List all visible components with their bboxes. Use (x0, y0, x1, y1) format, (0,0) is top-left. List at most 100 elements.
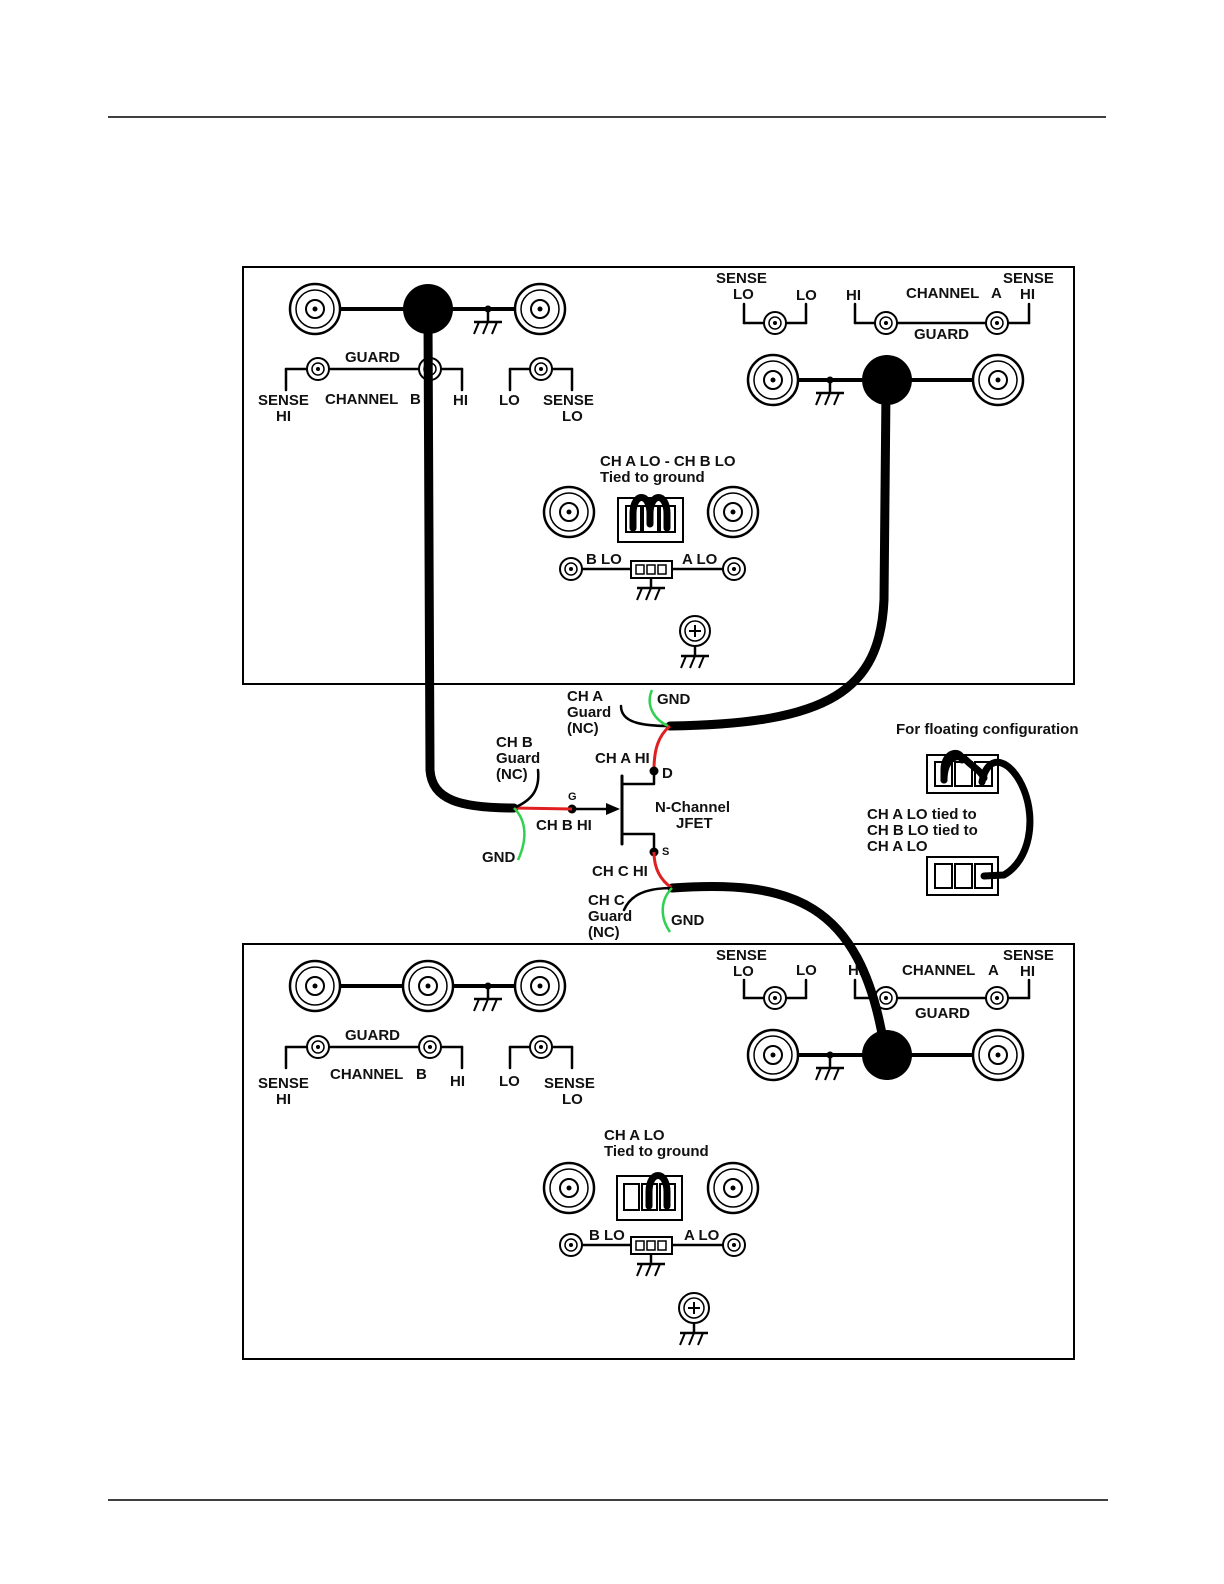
ch-b-gnd-label: GND (482, 849, 516, 866)
top-lo-ground-icon (635, 576, 667, 602)
drain-label: D (662, 765, 673, 782)
ch-b-bnc-right[interactable] (513, 282, 567, 336)
bot-jumper-note-2: Tied to ground (604, 1143, 709, 1160)
ch-a-hi-label: CH A HI (595, 750, 650, 767)
top-lo-terminal-block[interactable] (617, 494, 684, 543)
floating-note-3: CH A LO (867, 838, 928, 855)
top-chassis-ground-icon (679, 644, 711, 670)
b2-ch-b-sense-hi-triax[interactable] (306, 1035, 330, 1059)
bot-sense-lo-label-2: LO (733, 963, 754, 980)
bot-b-lo-triax[interactable] (559, 1233, 583, 1257)
ch-b-ground-icon (472, 310, 504, 336)
ch-c-guard-label-3: (NC) (588, 924, 620, 941)
top-sense-lo-label-2: LO (733, 286, 754, 303)
ch-a-bnc-left[interactable] (746, 353, 800, 407)
bot-jumper-note-1: CH A LO (604, 1127, 665, 1144)
top-hi-a-label: HI (846, 287, 861, 304)
floating-note-1: CH A LO tied to (867, 806, 977, 823)
ch-c-guard-label-2: Guard (588, 908, 632, 925)
bottom-lo-terminal-block[interactable] (616, 1172, 683, 1221)
top-sense-hi-b-label-2: HI (276, 408, 291, 425)
top-a-lo-triax[interactable] (722, 557, 746, 581)
top-lo-b-label: LO (499, 392, 520, 409)
ch-b-sense-hi-triax[interactable] (306, 357, 330, 381)
floating-configuration-inset: For floating configuration CH A LO tied … (867, 721, 1078, 896)
top-channel-b-label: CHANNEL (325, 391, 398, 408)
b2-ch-a-sense-lo-triax[interactable] (763, 986, 787, 1010)
jfet-device: CH A Guard (NC) GND CH A HI D S G N-Chan… (482, 688, 730, 941)
b2-ch-a-bnc-left[interactable] (746, 1028, 800, 1082)
bot-sense-lo-b-label-2: LO (562, 1091, 583, 1108)
top-channel-a-label: CHANNEL (906, 285, 979, 302)
bot-b-lo-label: B LO (589, 1227, 625, 1244)
bot-lo-label: LO (796, 962, 817, 979)
top-guard-a-label: GUARD (914, 326, 969, 343)
top-sense-lo-b-label-2: LO (562, 408, 583, 425)
bot-hi-b-label: HI (450, 1073, 465, 1090)
bot-sense-hi-b-label-2: HI (276, 1091, 291, 1108)
top-b-lo-triax[interactable] (559, 557, 583, 581)
bot-center-bnc-right[interactable] (706, 1161, 760, 1215)
cables (423, 315, 891, 1050)
ch-c-gnd-label: GND (671, 912, 705, 929)
gate-arrow-icon (606, 803, 620, 815)
source-label: S (662, 846, 669, 858)
ch-a-sense-hi-triax[interactable] (985, 311, 1009, 335)
floating-terminal-block-bottom[interactable] (926, 856, 999, 896)
bot-guard-a-label: GUARD (915, 1005, 970, 1022)
ch-b-guard-label-1: CH B (496, 734, 533, 751)
ch-c-triax-cable[interactable] (667, 882, 889, 1050)
top-panel-outline (242, 266, 1075, 685)
ch-b-lo-triax[interactable] (529, 357, 553, 381)
bot-b-label: B (416, 1066, 427, 1083)
bot-center-bnc-left[interactable] (542, 1161, 596, 1215)
bot-channel-a-label: CHANNEL (902, 962, 975, 979)
b2-ch-b-bnc-right[interactable] (513, 959, 567, 1013)
top-b-label: B (410, 391, 421, 408)
b2-ch-a-sense-hi-triax[interactable] (985, 986, 1009, 1010)
ch-c-guard-label-1: CH C (588, 892, 625, 909)
top-lo-label: LO (796, 287, 817, 304)
bot-a-lo-triax[interactable] (722, 1233, 746, 1257)
bot-lo-ground-icon (635, 1252, 667, 1278)
ch-a-hi-triax[interactable] (874, 311, 898, 335)
ch-a-triax-cable[interactable] (665, 385, 891, 731)
b2-ch-b-bnc-center[interactable] (401, 959, 455, 1013)
bottom-instrument-panel: GUARD SENSE HI CHANNEL B HI LO SENSE LO … (242, 943, 1075, 1360)
bot-sense-lo-b-label-1: SENSE (544, 1075, 595, 1092)
b2-ch-b-ground-icon (472, 987, 504, 1013)
top-jumper-note-1: CH A LO - CH B LO (600, 453, 736, 470)
ch-a-sense-lo-triax[interactable] (763, 311, 787, 335)
b2-ch-b-hi-triax[interactable] (418, 1035, 442, 1059)
bot-chassis-ground-screw-icon[interactable] (678, 1292, 710, 1324)
ch-b-bnc-left[interactable] (288, 282, 342, 336)
top-chassis-ground-screw-icon[interactable] (679, 615, 711, 647)
top-sense-hi-a-label-2: HI (1020, 286, 1035, 303)
bot-channel-b-label: CHANNEL (330, 1066, 403, 1083)
top-sense-hi-a-label-1: SENSE (1003, 270, 1054, 287)
b2-ch-b-bnc-left[interactable] (288, 959, 342, 1013)
b2-ch-b-lo-triax[interactable] (529, 1035, 553, 1059)
top-sense-lo-label-1: SENSE (716, 270, 767, 287)
top-a-lo-label: A LO (682, 551, 718, 568)
b2-ch-a-ground-icon (814, 1056, 846, 1082)
bot-sense-lo-label-1: SENSE (716, 947, 767, 964)
ch-b-guard-label-3: (NC) (496, 766, 528, 783)
ch-a-bnc-right[interactable] (971, 353, 1025, 407)
top-center-bnc-left[interactable] (542, 485, 596, 539)
ch-b-guard-label-2: Guard (496, 750, 540, 767)
device-label-2: JFET (676, 815, 713, 832)
bot-guard-b-label: GUARD (345, 1027, 400, 1044)
top-center-bnc-right[interactable] (706, 485, 760, 539)
top-sense-hi-b-label-1: SENSE (258, 392, 309, 409)
ch-b-triax-cable[interactable] (423, 315, 519, 813)
top-guard-b-label: GUARD (345, 349, 400, 366)
ch-b-hi-label: CH B HI (536, 817, 592, 834)
b2-ch-a-bnc-right[interactable] (971, 1028, 1025, 1082)
bottom-panel-outline (242, 943, 1075, 1360)
top-hi-b-label: HI (453, 392, 468, 409)
ch-a-gnd-label: GND (657, 691, 691, 708)
bot-sense-hi-b-label-1: SENSE (258, 1075, 309, 1092)
bot-sense-hi-a-label-1: SENSE (1003, 947, 1054, 964)
